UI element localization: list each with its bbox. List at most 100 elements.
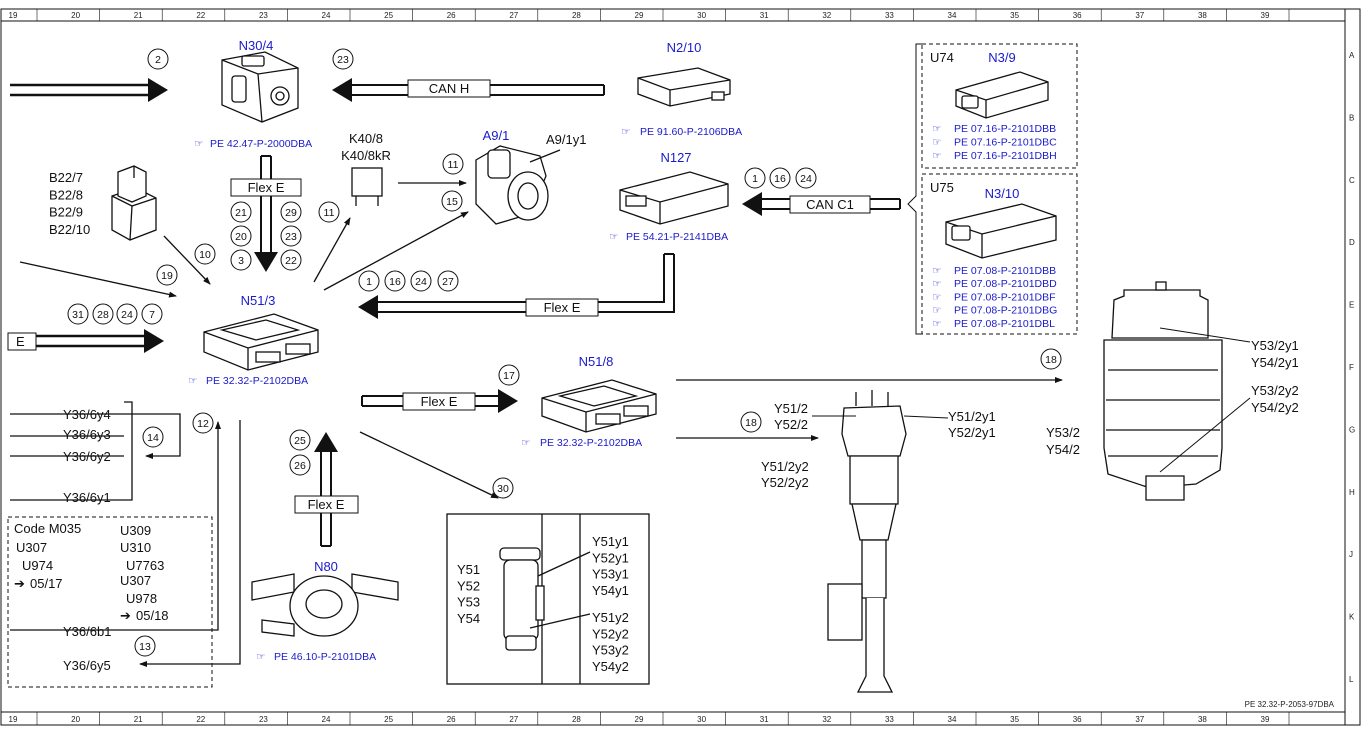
callout-circle: [230, 201, 252, 223]
grid-row-label: L: [1349, 675, 1354, 684]
grid-col-label: 23: [259, 11, 268, 20]
can-c1-bus-arrow: [742, 192, 901, 216]
ref-pointer-icon: ☞: [188, 375, 197, 387]
front-strut-label: Y52/2y2: [761, 475, 809, 490]
valve-coil-label: Y52y1: [592, 550, 629, 565]
grid-col-label: 20: [71, 11, 80, 20]
grid-col-label: 20: [71, 715, 80, 724]
output-label: Y36/6y4: [63, 407, 111, 422]
callout-number: 19: [161, 270, 173, 282]
n3-10-ref: PE 07.08-P-2101DBB: [954, 265, 1056, 277]
callout-circle: [230, 249, 252, 271]
grid-col-label: 28: [572, 715, 581, 724]
callout-circle: [358, 270, 380, 292]
left-output-labels: Y36/6y4Y36/6y3Y36/6y2Y36/6y1Y36/6b1Y36/6…: [63, 407, 111, 673]
k40-8kr-label: K40/8kR: [341, 148, 391, 163]
grid-col-label: 29: [635, 715, 644, 724]
callout-number: 3: [238, 255, 244, 267]
ref-pointer-icon: ☞: [932, 291, 941, 303]
document-id: PE 32.32-P-2053-97DBA: [1245, 700, 1335, 709]
grid-col-label: 36: [1073, 715, 1082, 724]
n3-10-label: N3/10: [985, 186, 1020, 201]
callout-circle: [192, 412, 214, 434]
grid-col-label: 31: [760, 11, 769, 20]
output-label: Y36/6y1: [63, 490, 111, 505]
arrow-icon: ➔: [120, 608, 131, 623]
ref-pointer-icon: ☞: [621, 126, 630, 138]
valve-label: Y54: [457, 611, 480, 626]
n2-10-ref: PE 91.60-P-2106DBA: [640, 126, 742, 138]
callout-circle: [795, 167, 817, 189]
code-label: U310: [120, 540, 151, 555]
n127-module-icon: [619, 171, 729, 225]
callout-number: 24: [800, 173, 812, 185]
callout-circle: [492, 477, 514, 499]
grid-col-label: 22: [196, 715, 205, 724]
grid-col-label: 33: [885, 11, 894, 20]
output-label: Y36/6b1: [63, 624, 111, 639]
a9-1-label: A9/1: [483, 128, 510, 143]
grid-col-label: 27: [509, 715, 518, 724]
callout-number: 18: [745, 417, 757, 429]
callout-number: 26: [294, 460, 306, 472]
callout-circle: [744, 167, 766, 189]
callout-number: 22: [285, 255, 297, 267]
output-label: Y36/6y2: [63, 449, 111, 464]
code-label: U978: [126, 591, 157, 606]
callout-circle: [437, 270, 459, 292]
code-label: U307: [16, 540, 47, 555]
valve-coil-label: Y51y1: [592, 534, 629, 549]
u74-code: U74: [930, 50, 954, 65]
code-label: U309: [120, 523, 151, 538]
n3-9-ref: PE 07.16-P-2101DBB: [954, 123, 1056, 135]
grid-col-label: 26: [447, 11, 456, 20]
arrow-icon: ➔: [14, 576, 25, 591]
callout-circle: [280, 225, 302, 247]
grid-col-label: 36: [1073, 11, 1082, 20]
flex-e-n30-to-n51: [230, 155, 302, 272]
can-h-bus-arrow: [332, 78, 605, 102]
callout-number: 28: [97, 309, 109, 321]
flex-e-label-3: Flex E: [421, 394, 458, 409]
n3-9-ref: PE 07.16-P-2101DBH: [954, 150, 1057, 162]
callout-circle: [1040, 348, 1062, 370]
callout-number: 24: [415, 276, 427, 288]
grid-col-label: 29: [635, 11, 644, 20]
n80-steering-module-icon: [251, 573, 399, 637]
output-label: Y36/6y5: [63, 658, 111, 673]
can-c1-label: CAN C1: [806, 197, 854, 212]
callout-number: 7: [149, 309, 155, 321]
e-arrow-into-n51-3: [7, 329, 164, 353]
callout-number: 20: [235, 231, 247, 243]
grid-col-label: 37: [1135, 715, 1144, 724]
grid-col-label: 30: [697, 715, 706, 724]
b22-label: B22/10: [49, 222, 90, 237]
n2-10-module-icon: [637, 67, 731, 107]
callout-circle: [498, 364, 520, 386]
callout-number: 30: [497, 483, 509, 495]
n3-10-refs: ☞PE 07.08-P-2101DBB☞PE 07.08-P-2101DBD☞P…: [932, 265, 1057, 330]
code-label: U974: [22, 558, 53, 573]
n3-10-ref: PE 07.08-P-2101DBD: [954, 278, 1057, 290]
a9-1y1-label: A9/1y1: [546, 132, 586, 147]
callout-circle: [441, 190, 463, 212]
b22-label: B22/8: [49, 187, 83, 202]
n127-ref: PE 54.21-P-2141DBA: [626, 231, 728, 243]
callout-number: 27: [442, 276, 454, 288]
callout-circle: [134, 635, 156, 657]
code-label: U307: [120, 573, 151, 588]
b22-sensor-icon: [111, 165, 157, 241]
valve-coil-label: Y54y2: [592, 659, 629, 674]
valve-labels: Y51Y52Y53Y54Y51y1Y52y1Y53y1Y54y1Y51y2Y52…: [457, 534, 629, 674]
rear-spring-label: Y53/2y2: [1251, 383, 1299, 398]
e-label: E: [16, 334, 25, 349]
n80-label: N80: [314, 559, 338, 574]
valve-coil-label: Y53y1: [592, 567, 629, 582]
n3-10-ref: PE 07.08-P-2101DBF: [954, 291, 1056, 303]
ref-pointer-icon: ☞: [932, 123, 941, 135]
n51-8-ref: PE 32.32-P-2102DBA: [540, 437, 642, 449]
